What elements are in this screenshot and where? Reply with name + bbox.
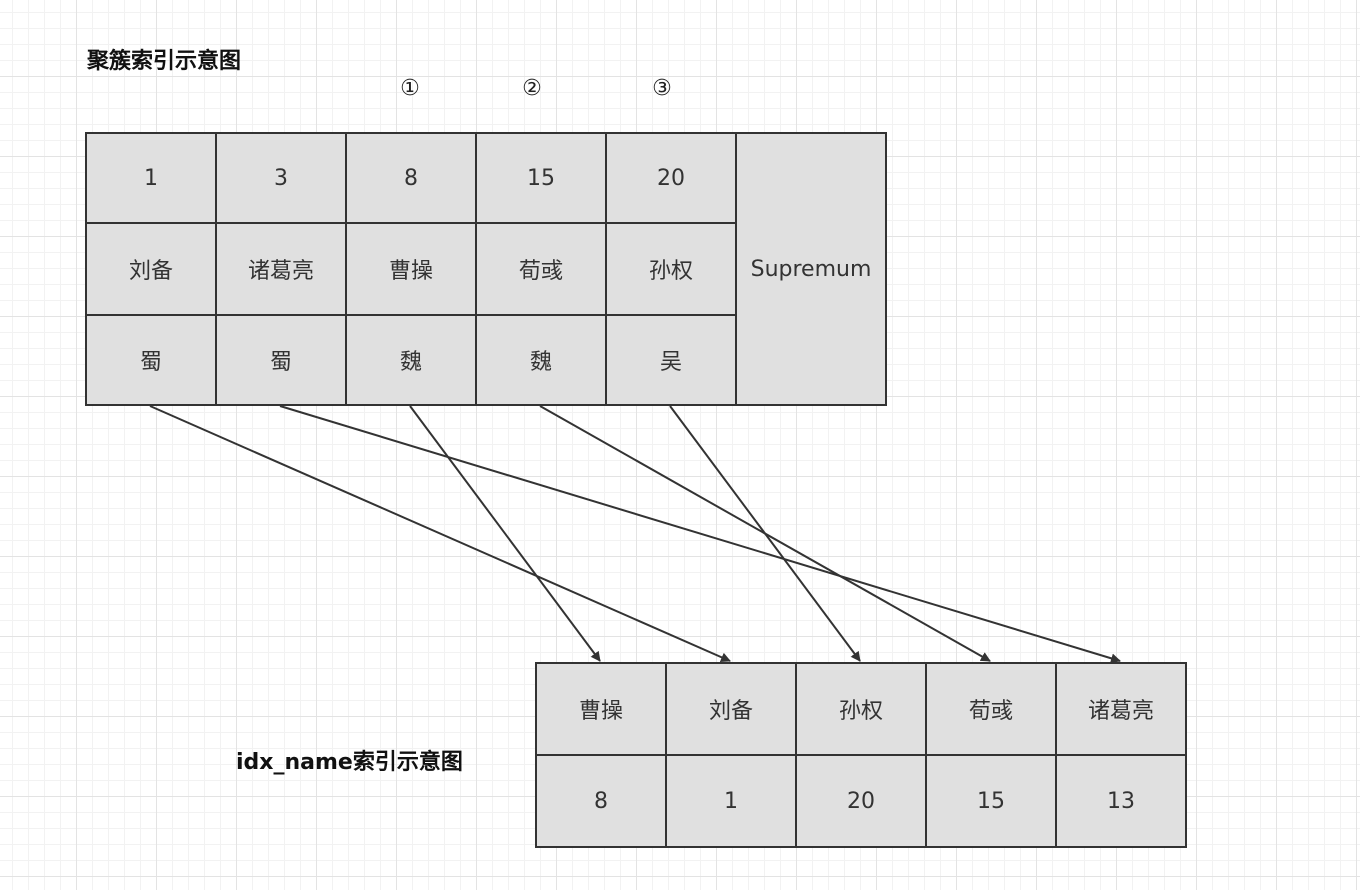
secondary-id-cell: 8 [535,754,667,848]
marker-1: ① [400,76,420,101]
link-arrow-2 [279,405,1121,664]
clustered-kingdom-cell: 吴 [605,314,737,406]
clustered-name-cell: 孙权 [605,222,737,316]
clustered-name-cell: 荀彧 [475,222,607,316]
clustered-id-cell: 1 [85,132,217,224]
clustered-id-cell: 15 [475,132,607,224]
marker-2: ② [522,76,542,101]
clustered-kingdom-cell: 蜀 [85,314,217,406]
clustered-index-title: 聚簇索引示意图 [87,49,242,74]
secondary-name-cell: 刘备 [665,662,797,756]
marker-3: ③ [652,76,672,101]
clustered-id-cell: 3 [215,132,347,224]
clustered-kingdom-cell: 魏 [475,314,607,406]
secondary-name-cell: 荀彧 [925,662,1057,756]
clustered-id-cell: 20 [605,132,737,224]
secondary-name-cell: 诸葛亮 [1055,662,1187,756]
secondary-id-cell: 13 [1055,754,1187,848]
secondary-id-cell: 20 [795,754,927,848]
secondary-id-cell: 1 [665,754,797,848]
secondary-name-cell: 曹操 [535,662,667,756]
secondary-index-title: idx_name索引示意图 [236,750,463,775]
link-arrow-3 [409,405,601,662]
secondary-id-cell: 15 [925,754,1057,848]
link-arrow-4 [539,405,991,662]
clustered-kingdom-cell: 魏 [345,314,477,406]
clustered-id-cell: 8 [345,132,477,224]
link-arrow-1 [149,405,731,662]
secondary-name-cell: 孙权 [795,662,927,756]
link-arrow-5 [669,405,861,662]
clustered-kingdom-cell: 蜀 [215,314,347,406]
clustered-name-cell: 刘备 [85,222,217,316]
clustered-name-cell: 曹操 [345,222,477,316]
clustered-name-cell: 诸葛亮 [215,222,347,316]
supremum-cell: Supremum [735,132,887,406]
